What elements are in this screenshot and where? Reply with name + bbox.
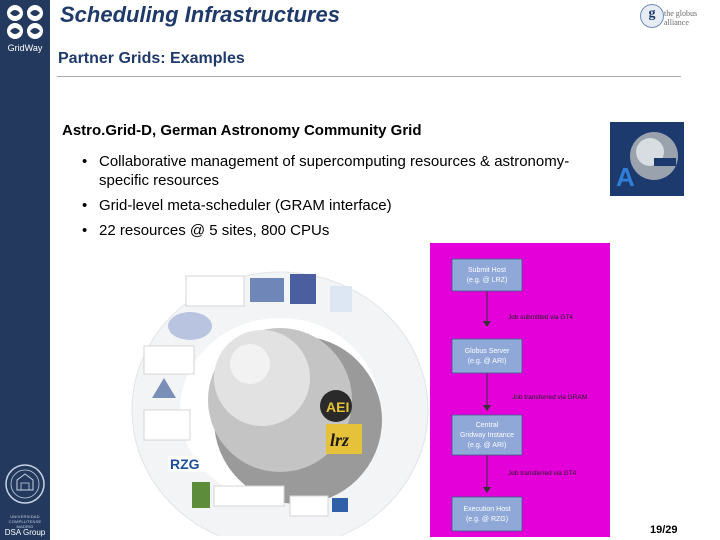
gridway-logo-icon bbox=[7, 5, 43, 39]
job-flow-diagram: Submit Host (e.g. @ LRZ) Globus Server (… bbox=[430, 243, 610, 537]
globus-server-box bbox=[451, 338, 523, 374]
globus-alliance-text: the globus alliance bbox=[664, 9, 698, 27]
submit-host-box bbox=[451, 258, 523, 292]
globus-mark: g bbox=[648, 6, 656, 21]
svg-text:AEI: AEI bbox=[326, 399, 349, 415]
box-line: (e.g. @ LRZ) bbox=[467, 277, 508, 284]
box-line: Execution Host bbox=[463, 506, 510, 513]
box-line: Gridway Instance bbox=[460, 432, 514, 439]
bullet-item: 22 resources @ 5 sites, 800 CPUs bbox=[82, 221, 592, 240]
seal-text: UNIVERSIDAD COMPLUTENSE MADRID bbox=[8, 514, 42, 529]
edge-label: Job submitted via GT4 bbox=[508, 314, 573, 321]
gridway-instance-box bbox=[451, 414, 523, 456]
box-line: (e.g. @ RZG) bbox=[466, 516, 508, 523]
svg-text:A: A bbox=[616, 162, 635, 192]
svg-text:lrz: lrz bbox=[330, 430, 349, 450]
gridway-label: GridWay bbox=[7, 43, 43, 53]
box-line: Central bbox=[476, 422, 499, 429]
partner-globe-illustration: RZG lrz AEI bbox=[131, 271, 429, 536]
bullet-item: Collaborative management of supercomputi… bbox=[82, 152, 592, 190]
svg-text:RZG: RZG bbox=[170, 456, 200, 472]
slide-title: Scheduling Infrastructures bbox=[60, 2, 340, 27]
university-seal-icon bbox=[5, 464, 45, 504]
slide-subtitle: Partner Grids: Examples bbox=[58, 50, 245, 67]
execution-host-box bbox=[451, 496, 523, 532]
section-heading: Astro.Grid-D, German Astronomy Community… bbox=[62, 122, 422, 139]
page-number: 19/29 bbox=[650, 524, 678, 536]
sidebar: GridWay UNIVERSIDAD COMPLUTENSE MADRID D… bbox=[0, 0, 50, 540]
bullet-item: Grid-level meta-scheduler (GRAM interfac… bbox=[82, 196, 592, 215]
edge-label: Job transferred via GRAM bbox=[512, 394, 587, 401]
box-line: Globus Server bbox=[465, 348, 510, 355]
box-line: (e.g. @ ARI) bbox=[468, 442, 507, 449]
edge-label: Job transferred via GT4 bbox=[508, 470, 577, 477]
globus-logo-icon: g bbox=[640, 4, 664, 28]
dsa-group-label: DSA Group bbox=[4, 528, 46, 537]
bullet-list: Collaborative management of supercomputi… bbox=[82, 152, 592, 246]
astrogrid-logo-icon: A bbox=[610, 122, 684, 196]
header-divider bbox=[57, 76, 681, 77]
box-line: Submit Host bbox=[468, 267, 506, 274]
flow-background bbox=[430, 243, 610, 537]
box-line: (e.g. @ ARI) bbox=[468, 358, 507, 365]
